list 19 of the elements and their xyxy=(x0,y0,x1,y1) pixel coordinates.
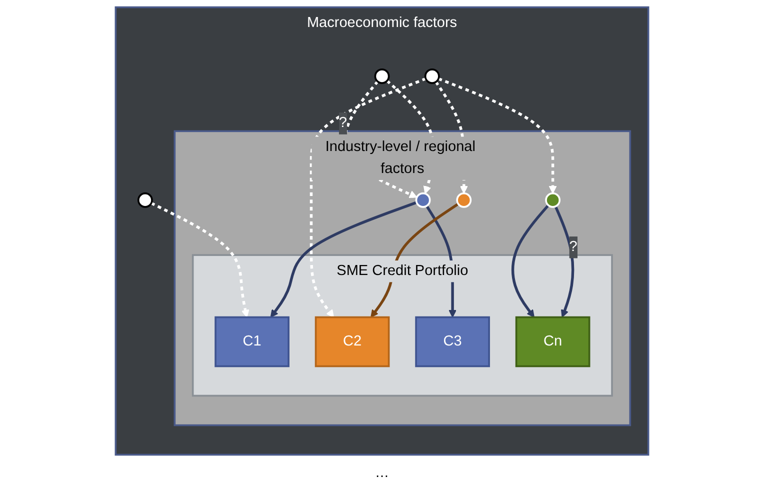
node-box: C1 xyxy=(214,316,290,368)
arrow xyxy=(438,77,557,194)
arrow xyxy=(554,206,574,318)
ellipsis-text: … xyxy=(375,464,389,480)
node-circle xyxy=(415,192,431,208)
node-circle xyxy=(137,192,153,208)
arrow xyxy=(310,77,426,318)
arrow xyxy=(512,204,550,318)
node-circle xyxy=(545,192,561,208)
edge-label: ? xyxy=(569,239,578,255)
edge-label: ? xyxy=(338,115,348,131)
arrow xyxy=(150,202,250,318)
node-box: C3 xyxy=(415,316,490,368)
node-box: Cn xyxy=(515,316,590,368)
arrow xyxy=(270,201,418,318)
node-circle xyxy=(456,192,472,208)
node-circle xyxy=(374,68,390,84)
node-circle xyxy=(424,68,440,84)
node-box: C2 xyxy=(314,316,390,368)
